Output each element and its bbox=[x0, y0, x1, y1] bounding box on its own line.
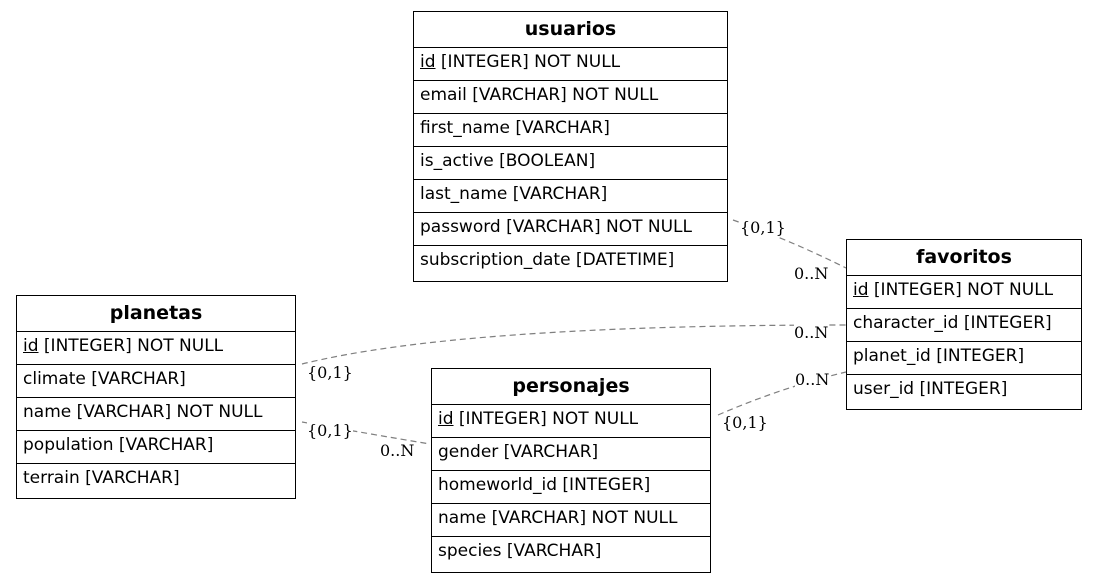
edge-personajes-favoritos bbox=[717, 371, 847, 416]
cardinality-label: {0,1} bbox=[722, 413, 768, 432]
cardinality-label: 0..N bbox=[380, 441, 415, 460]
primary-key: id bbox=[420, 52, 436, 72]
table-title: favoritos bbox=[847, 240, 1081, 276]
column-row[interactable]: id [INTEGER] NOT NULL bbox=[17, 332, 295, 365]
column-definition: [INTEGER] NOT NULL bbox=[38, 336, 224, 356]
table-personajes[interactable]: personajes id [INTEGER] NOT NULL gender … bbox=[431, 368, 711, 573]
column-row[interactable]: last_name [VARCHAR] bbox=[414, 180, 727, 213]
column-row[interactable]: first_name [VARCHAR] bbox=[414, 114, 727, 147]
column-row[interactable]: gender [VARCHAR] bbox=[432, 438, 710, 471]
column-row[interactable]: name [VARCHAR] NOT NULL bbox=[17, 398, 295, 431]
cardinality-label: 0..N bbox=[794, 264, 829, 283]
table-title: planetas bbox=[17, 296, 295, 332]
primary-key: id bbox=[23, 336, 39, 356]
column-row[interactable]: id [INTEGER] NOT NULL bbox=[414, 48, 727, 81]
column-row[interactable]: homeworld_id [INTEGER] bbox=[432, 471, 710, 504]
column-row[interactable]: character_id [INTEGER] bbox=[847, 309, 1081, 342]
table-planetas[interactable]: planetas id [INTEGER] NOT NULL climate [… bbox=[16, 295, 296, 499]
primary-key: id bbox=[438, 409, 454, 429]
column-row[interactable]: name [VARCHAR] NOT NULL bbox=[432, 504, 710, 537]
table-favoritos[interactable]: favoritos id [INTEGER] NOT NULL characte… bbox=[846, 239, 1082, 410]
column-definition: [INTEGER] NOT NULL bbox=[868, 280, 1054, 300]
cardinality-label: 0..N bbox=[794, 323, 829, 342]
table-usuarios[interactable]: usuarios id [INTEGER] NOT NULL email [VA… bbox=[413, 11, 728, 282]
cardinality-label: {0,1} bbox=[740, 218, 786, 237]
column-definition: [INTEGER] NOT NULL bbox=[453, 409, 639, 429]
table-title: personajes bbox=[432, 369, 710, 405]
column-definition: [INTEGER] NOT NULL bbox=[435, 52, 621, 72]
edge-planetas-favoritos bbox=[301, 324, 847, 365]
cardinality-label: 0..N bbox=[795, 370, 830, 389]
column-row[interactable]: climate [VARCHAR] bbox=[17, 365, 295, 398]
column-row[interactable]: password [VARCHAR] NOT NULL bbox=[414, 213, 727, 246]
table-title: usuarios bbox=[414, 12, 727, 48]
column-row[interactable]: user_id [INTEGER] bbox=[853, 379, 1008, 399]
cardinality-label: {0,1} bbox=[307, 421, 353, 440]
column-row[interactable]: id [INTEGER] NOT NULL bbox=[432, 405, 710, 438]
column-row[interactable]: subscription_date [DATETIME] bbox=[420, 250, 675, 270]
column-row[interactable]: email [VARCHAR] NOT NULL bbox=[414, 81, 727, 114]
primary-key: id bbox=[853, 280, 869, 300]
column-row[interactable]: planet_id [INTEGER] bbox=[847, 342, 1081, 375]
column-row[interactable]: terrain [VARCHAR] bbox=[23, 468, 180, 488]
column-row[interactable]: id [INTEGER] NOT NULL bbox=[847, 276, 1081, 309]
column-row[interactable]: species [VARCHAR] bbox=[438, 541, 602, 561]
column-row[interactable]: is_active [BOOLEAN] bbox=[414, 147, 727, 180]
column-row[interactable]: population [VARCHAR] bbox=[17, 431, 295, 464]
cardinality-label: {0,1} bbox=[307, 363, 353, 382]
